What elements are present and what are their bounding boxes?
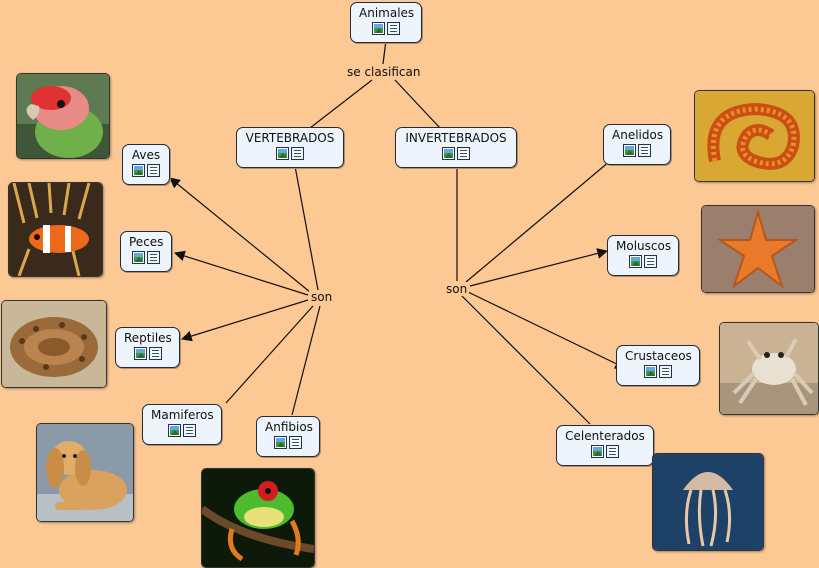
concept-moluscos[interactable]: Moluscos <box>607 235 679 276</box>
concept-label: Mamiferos <box>151 408 214 422</box>
concept-label: Celenterados <box>565 429 645 443</box>
concept-label: Peces <box>129 235 164 249</box>
image-resource-icon[interactable] <box>133 347 147 360</box>
link-son-crustaceos <box>467 291 626 369</box>
image-resource-icon[interactable] <box>132 251 145 264</box>
concept-label: Moluscos <box>616 239 672 253</box>
concept-aves[interactable]: Aves <box>122 144 170 185</box>
link-son-reptiles <box>180 299 309 342</box>
concept-label: Anelidos <box>612 128 664 142</box>
image-resource-icon[interactable] <box>276 147 289 160</box>
image-resource-icon[interactable] <box>629 255 642 268</box>
text-resource-icon[interactable] <box>289 436 302 449</box>
text-resource-icon[interactable] <box>291 147 304 160</box>
frog-photo <box>201 468 315 568</box>
snake-photo <box>1 300 107 388</box>
concept-invertebrados[interactable]: INVERTEBRADOS <box>395 127 517 168</box>
image-resource-icon[interactable] <box>372 22 385 35</box>
image-resource-icon[interactable] <box>644 365 657 378</box>
worm-photo <box>694 90 815 182</box>
dog-photo <box>36 423 134 522</box>
link-son-peces <box>173 250 309 296</box>
concept-anfibios[interactable]: Anfibios <box>256 416 320 457</box>
link-son-mamiferos <box>225 305 314 404</box>
concept-vertebrados[interactable]: VERTEBRADOS <box>236 127 344 168</box>
concept-animales[interactable]: Animales <box>350 2 422 43</box>
concept-anelidos[interactable]: Anelidos <box>603 124 671 165</box>
parrot-photo <box>16 73 110 159</box>
link-son-anfibios <box>291 305 321 416</box>
image-resource-icon[interactable] <box>591 445 604 458</box>
text-resource-icon[interactable] <box>147 164 160 177</box>
link-son-moluscos <box>469 248 609 287</box>
concept-label: Crustaceos <box>625 349 692 363</box>
link-son-celenterados <box>461 295 591 425</box>
concept-label: Aves <box>131 148 161 162</box>
concept-mamiferos[interactable]: Mamiferos <box>142 404 222 445</box>
text-resource-icon[interactable] <box>148 347 162 360</box>
image-resource-icon[interactable] <box>623 144 636 157</box>
text-resource-icon[interactable] <box>606 445 619 458</box>
starfish-photo <box>701 205 815 293</box>
concept-label: Reptiles <box>124 331 172 345</box>
text-resource-icon[interactable] <box>183 424 196 437</box>
jellyfish-photo <box>652 453 764 551</box>
linking-phrase-son-vertebrados: son <box>309 290 335 304</box>
crab-photo <box>719 322 819 415</box>
concept-label: VERTEBRADOS <box>245 131 335 145</box>
concept-label: Anfibios <box>265 420 313 434</box>
clownfish-photo <box>8 182 103 277</box>
concept-label: Animales <box>359 6 415 20</box>
text-resource-icon[interactable] <box>457 147 470 160</box>
concept-celenterados[interactable]: Celenterados <box>556 425 654 466</box>
concept-peces[interactable]: Peces <box>120 231 172 272</box>
text-resource-icon[interactable] <box>387 22 400 35</box>
image-resource-icon[interactable] <box>442 147 455 160</box>
link-seclasifican-invertebrados <box>394 79 441 129</box>
link-vertebrados-son <box>294 165 319 291</box>
concept-crustaceos[interactable]: Crustaceos <box>616 345 700 386</box>
concept-reptiles[interactable]: Reptiles <box>115 327 180 368</box>
text-resource-icon[interactable] <box>659 365 672 378</box>
concept-label: INVERTEBRADOS <box>405 131 507 145</box>
link-son-anelidos <box>465 155 617 283</box>
image-resource-icon[interactable] <box>132 164 145 177</box>
text-resource-icon[interactable] <box>644 255 657 268</box>
link-son-aves <box>169 177 311 293</box>
text-resource-icon[interactable] <box>638 144 651 157</box>
link-animales-seclasifican <box>382 39 387 65</box>
link-seclasifican-vertebrados <box>309 79 373 129</box>
text-resource-icon[interactable] <box>147 251 160 264</box>
image-resource-icon[interactable] <box>274 436 287 449</box>
linking-phrase-son-invertebrados: son <box>444 282 470 296</box>
linking-phrase-se-clasifican: se clasifican <box>345 65 423 79</box>
image-resource-icon[interactable] <box>168 424 181 437</box>
